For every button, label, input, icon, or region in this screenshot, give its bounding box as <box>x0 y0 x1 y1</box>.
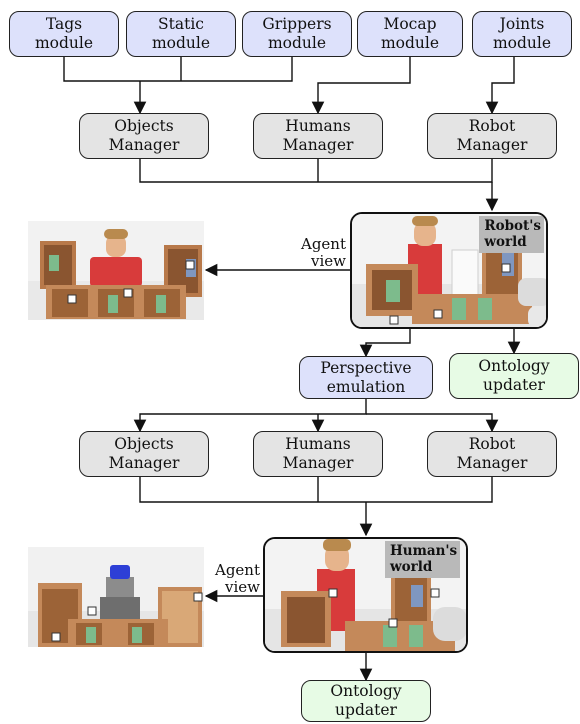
humans-manager-bottom-label: Humans Manager <box>282 435 354 472</box>
humans-manager-bottom: Humans Manager <box>253 431 383 477</box>
perspective-emulation-label: Perspective emulation <box>320 358 412 396</box>
robot-agent-view-image <box>28 221 204 320</box>
robots-world-image: Robot's world <box>350 212 548 329</box>
static-module: Static module <box>126 11 236 57</box>
mocap-module: Mocap module <box>357 11 463 57</box>
mocap-module-label: Mocap module <box>380 15 440 52</box>
joints-module: Joints module <box>472 11 572 57</box>
objects-manager-top-label: Objects Manager <box>108 117 180 154</box>
robot-manager-top-label: Robot Manager <box>456 117 528 154</box>
robot-manager-top: Robot Manager <box>427 113 557 159</box>
ontology-updater-top-label: Ontology updater <box>478 357 550 394</box>
tags-module-label: Tags module <box>34 15 94 52</box>
joints-module-label: Joints module <box>492 15 552 52</box>
grippers-module-label: Grippers module <box>262 15 332 52</box>
objects-manager-bottom-label: Objects Manager <box>108 435 180 472</box>
grippers-module: Grippers module <box>242 11 352 57</box>
humans-world-image: Human's world <box>263 537 468 653</box>
ontology-updater-bottom: Ontology updater <box>301 680 431 722</box>
tags-module: Tags module <box>9 11 119 57</box>
robots-world-label: Robot's world <box>479 216 544 253</box>
robot-manager-bottom-label: Robot Manager <box>456 435 528 472</box>
perspective-emulation: Perspective emulation <box>299 356 433 399</box>
human-agent-view-image <box>28 547 204 647</box>
static-module-label: Static module <box>151 15 211 52</box>
agent-view-label-bottom: Agent view <box>215 561 260 596</box>
objects-manager-top: Objects Manager <box>79 113 209 159</box>
ontology-updater-bottom-label: Ontology updater <box>330 682 402 719</box>
humans-manager-top: Humans Manager <box>253 113 383 159</box>
ontology-updater-top: Ontology updater <box>449 353 579 399</box>
robot-manager-bottom: Robot Manager <box>427 431 557 477</box>
agent-view-label-top: Agent view <box>301 235 346 270</box>
humans-world-label: Human's world <box>385 541 461 578</box>
objects-manager-bottom: Objects Manager <box>79 431 209 477</box>
humans-manager-top-label: Humans Manager <box>282 117 354 154</box>
